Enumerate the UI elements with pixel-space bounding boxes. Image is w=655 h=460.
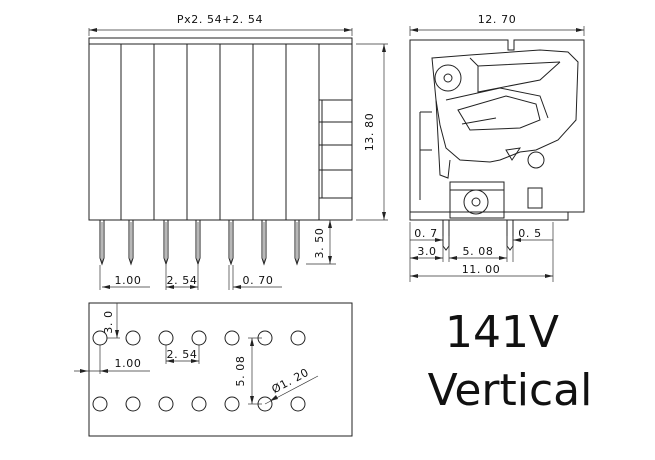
- hole-row-spacing-label: 5. 08: [234, 356, 247, 387]
- pin-length-label: 3. 50: [313, 228, 326, 259]
- pitch-formula-label: Px2. 54+2. 54: [177, 13, 263, 26]
- pcb-layout: 3. 0 1.00 2. 54 5. 08 Ø1. 20: [74, 302, 353, 437]
- pin-offset-label: 1.00: [115, 274, 142, 287]
- pcb-outline: [88, 302, 353, 437]
- side-width-label: 12. 70: [478, 13, 517, 26]
- side-07-label: 0. 7: [414, 227, 437, 240]
- hole-offset-label: 1.00: [115, 357, 142, 370]
- side-1100-label: 11. 00: [462, 263, 501, 276]
- height-body-label: 13. 80: [363, 113, 376, 152]
- side-body: [409, 39, 585, 221]
- side-508-label: 5. 08: [463, 245, 494, 258]
- front-view: Px2. 54+2. 54 13. 80: [88, 13, 388, 290]
- side-30-label: 3.0: [417, 245, 436, 258]
- front-pins: [99, 220, 300, 266]
- side-view: 12. 70: [409, 13, 585, 282]
- front-slots: [120, 44, 320, 220]
- side-05-label: 0. 5: [518, 227, 541, 240]
- model-label: 141V: [445, 307, 559, 358]
- hole-diameter-label: Ø1. 20: [270, 366, 312, 396]
- hole-pitch-label: 2. 54: [167, 348, 198, 361]
- pin-width-label: 0. 70: [243, 274, 274, 287]
- hole-30-label: 3. 0: [102, 310, 115, 333]
- orientation-label: Vertical: [428, 365, 593, 416]
- hole-row-top: [92, 330, 306, 346]
- pitch-front-label: 2. 54: [167, 274, 198, 287]
